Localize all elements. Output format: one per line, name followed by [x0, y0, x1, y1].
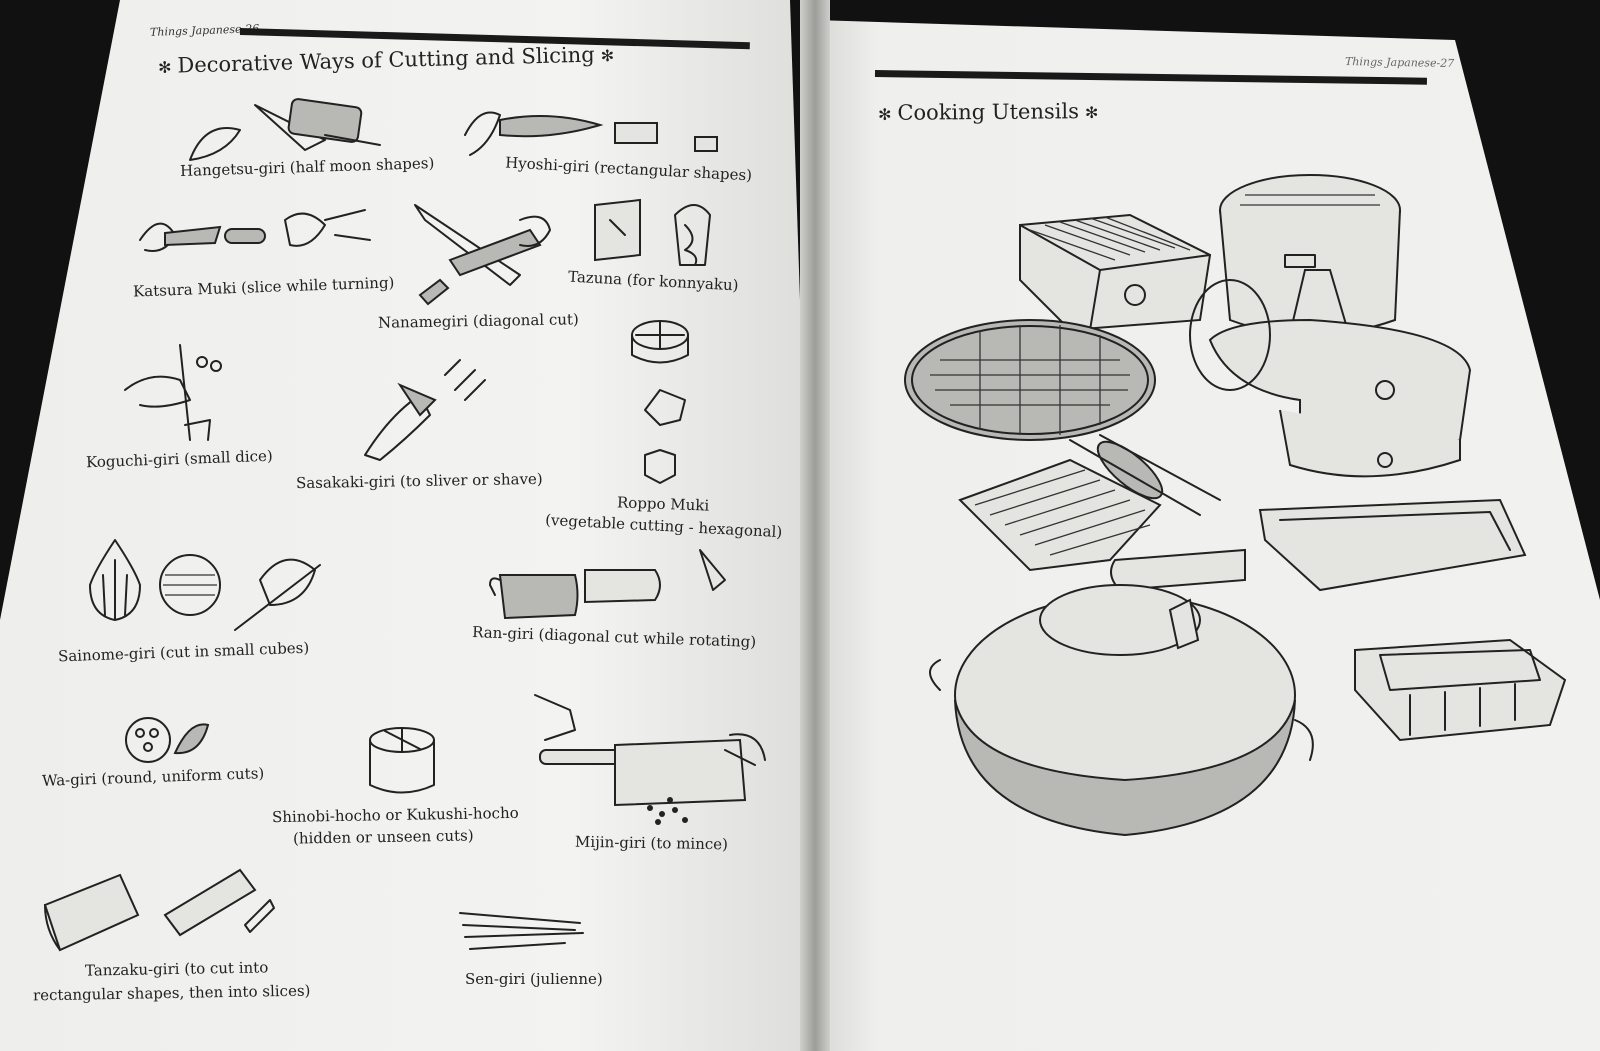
- book-gutter: [800, 0, 830, 1051]
- cooking-utensils-illustration: [900, 170, 1570, 860]
- caption-roppo-1: Roppo Muki: [616, 493, 710, 515]
- caption-sengiri: Sen-giri (julienne): [465, 970, 603, 988]
- asterisk-icon: ✻: [877, 104, 892, 124]
- shinobi-illustration: [365, 725, 440, 800]
- asterisk-icon: ✻: [1084, 103, 1099, 123]
- asterisk-icon: ✻: [157, 57, 172, 77]
- caption-shinobi-2: (hidden or unseen cuts): [292, 826, 474, 848]
- hangetsu-illustration: [185, 95, 385, 170]
- sengiri-illustration: [455, 905, 590, 960]
- right-running-head: Things Japanese-27: [1344, 55, 1455, 70]
- sainome-illustration: [85, 530, 335, 635]
- right-title-text: Cooking Utensils: [897, 99, 1080, 125]
- rangiri-illustration: [485, 540, 745, 625]
- hyoshi-illustration: [460, 95, 730, 165]
- caption-mijin: Mijin-giri (to mince): [574, 832, 729, 854]
- caption-tanzaku-1: Tanzaku-giri (to cut into: [84, 958, 269, 980]
- right-page-title: ✻Cooking Utensils✻: [872, 99, 1105, 125]
- sasakaki-illustration: [360, 355, 490, 465]
- asterisk-icon: ✻: [600, 46, 615, 66]
- mijin-illustration: [530, 690, 770, 830]
- caption-nanamegiri: Nanamegiri (diagonal cut): [377, 310, 579, 332]
- tazuna-illustration: [585, 195, 730, 275]
- tanzaku-illustration: [40, 860, 280, 960]
- nanamegiri-illustration: [410, 200, 555, 310]
- left-page: [0, 0, 825, 1051]
- roppo-illustration: [630, 315, 700, 495]
- katsura-illustration: [135, 205, 375, 275]
- koguchi-illustration: [120, 340, 230, 445]
- wagiri-illustration: [120, 715, 220, 765]
